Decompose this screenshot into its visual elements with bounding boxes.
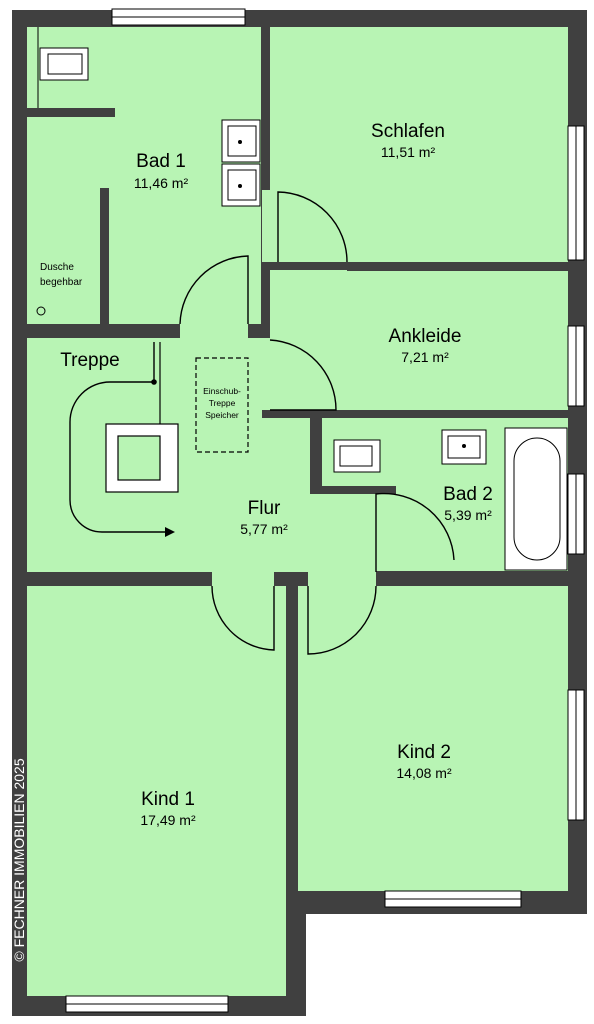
bad1-fixtures	[36, 27, 261, 316]
windows	[65, 8, 585, 1013]
wall-bad1-shower	[100, 188, 109, 324]
labels: Bad 1 11,46 m² Schlafen 11,51 m² Ankleid…	[11, 121, 493, 962]
room-title-treppe: Treppe	[60, 350, 120, 371]
copyright-text: © FECHNER IMMOBILIEN 2025	[11, 758, 27, 961]
wall-bad1-right	[261, 27, 270, 262]
door-kind2-swing	[307, 585, 377, 655]
wall-flur-bad2-left	[310, 418, 322, 494]
interior-walls	[12, 27, 568, 1016]
room-area-kind2: 14,08 m²	[396, 765, 452, 781]
room-title-schlafen: Schlafen	[371, 121, 445, 142]
window-kind2-bottom	[384, 890, 522, 908]
floor-flur	[165, 338, 376, 578]
room-area-ankleide: 7,21 m²	[401, 349, 449, 365]
wall-bad2-bottom-stub	[310, 486, 396, 494]
room-area-kind1: 17,49 m²	[140, 812, 196, 828]
door-kind1-swing	[211, 585, 275, 651]
window-bad1-top	[111, 8, 246, 26]
wall-ankleide-bottom	[262, 410, 568, 418]
note-einschub-line3: Speicher	[205, 410, 239, 420]
window-kind2-right	[567, 689, 585, 821]
room-title-bad1: Bad 1	[136, 151, 186, 172]
door-bad1-swing	[179, 255, 249, 325]
door-schlafen-swing	[277, 191, 348, 263]
note-einschub-line1: Einschub-	[203, 386, 241, 396]
door-ankleide-opening	[262, 338, 270, 410]
floor-schlafen	[270, 27, 568, 262]
room-area-bad2: 5,39 m²	[444, 507, 492, 523]
attic-hatch	[195, 357, 249, 453]
door-bad2-swing	[375, 492, 455, 572]
note-dusche-line2: begehbar	[40, 277, 83, 288]
stair-arrow-icon	[165, 527, 175, 537]
door-kind2-opening	[308, 572, 376, 586]
door-ankleide-swing	[269, 339, 337, 411]
door-bad1-opening	[180, 324, 248, 338]
bad2-fixtures	[333, 427, 568, 571]
toilet-bad2	[333, 439, 381, 473]
floor-bad2-niche	[322, 418, 336, 494]
room-area-schlafen: 11,51 m²	[381, 144, 436, 160]
room-title-bad2: Bad 2	[443, 484, 493, 505]
stair-start-dot	[151, 379, 157, 385]
staircase	[69, 342, 179, 537]
wall-kind-divider	[286, 586, 298, 1016]
bathtub-bad2	[504, 427, 568, 571]
wall-bad1-bottom	[12, 324, 180, 338]
toilet-bad1	[39, 47, 89, 81]
door-schlafen-opening	[262, 190, 271, 262]
room-title-flur: Flur	[248, 498, 281, 519]
room-area-flur: 5,77 m²	[240, 521, 288, 537]
wall-flur-kind-stub	[274, 572, 308, 586]
wall-bad2-bottom	[376, 572, 568, 586]
wall-treppe-bottom	[12, 572, 212, 586]
room-title-ankleide: Ankleide	[389, 326, 462, 347]
window-bad2-right	[567, 473, 585, 555]
wall-schlafen-ankleide	[347, 262, 568, 271]
window-ankleide-right	[567, 325, 585, 407]
room-title-kind1: Kind 1	[141, 789, 195, 810]
room-area-bad1: 11,46 m²	[134, 175, 189, 191]
window-kind1-bottom	[65, 995, 229, 1013]
note-dusche-line1: Dusche	[40, 262, 74, 273]
floor-ankleide	[270, 270, 568, 410]
note-einschub-line2: Treppe	[209, 398, 236, 408]
door-kind1-opening	[212, 572, 274, 586]
stair-walk-line	[69, 342, 168, 533]
stair-core-inner	[117, 435, 161, 481]
floor-kind1	[27, 586, 286, 996]
doors	[179, 190, 455, 655]
floor-kind2	[298, 586, 568, 891]
wall-bad1-right-lower	[248, 324, 270, 338]
shower-drain-icon	[36, 306, 46, 316]
window-schlafen-right	[567, 125, 585, 261]
wall-bad1-top-partition	[27, 108, 115, 117]
room-title-kind2: Kind 2	[397, 742, 451, 763]
